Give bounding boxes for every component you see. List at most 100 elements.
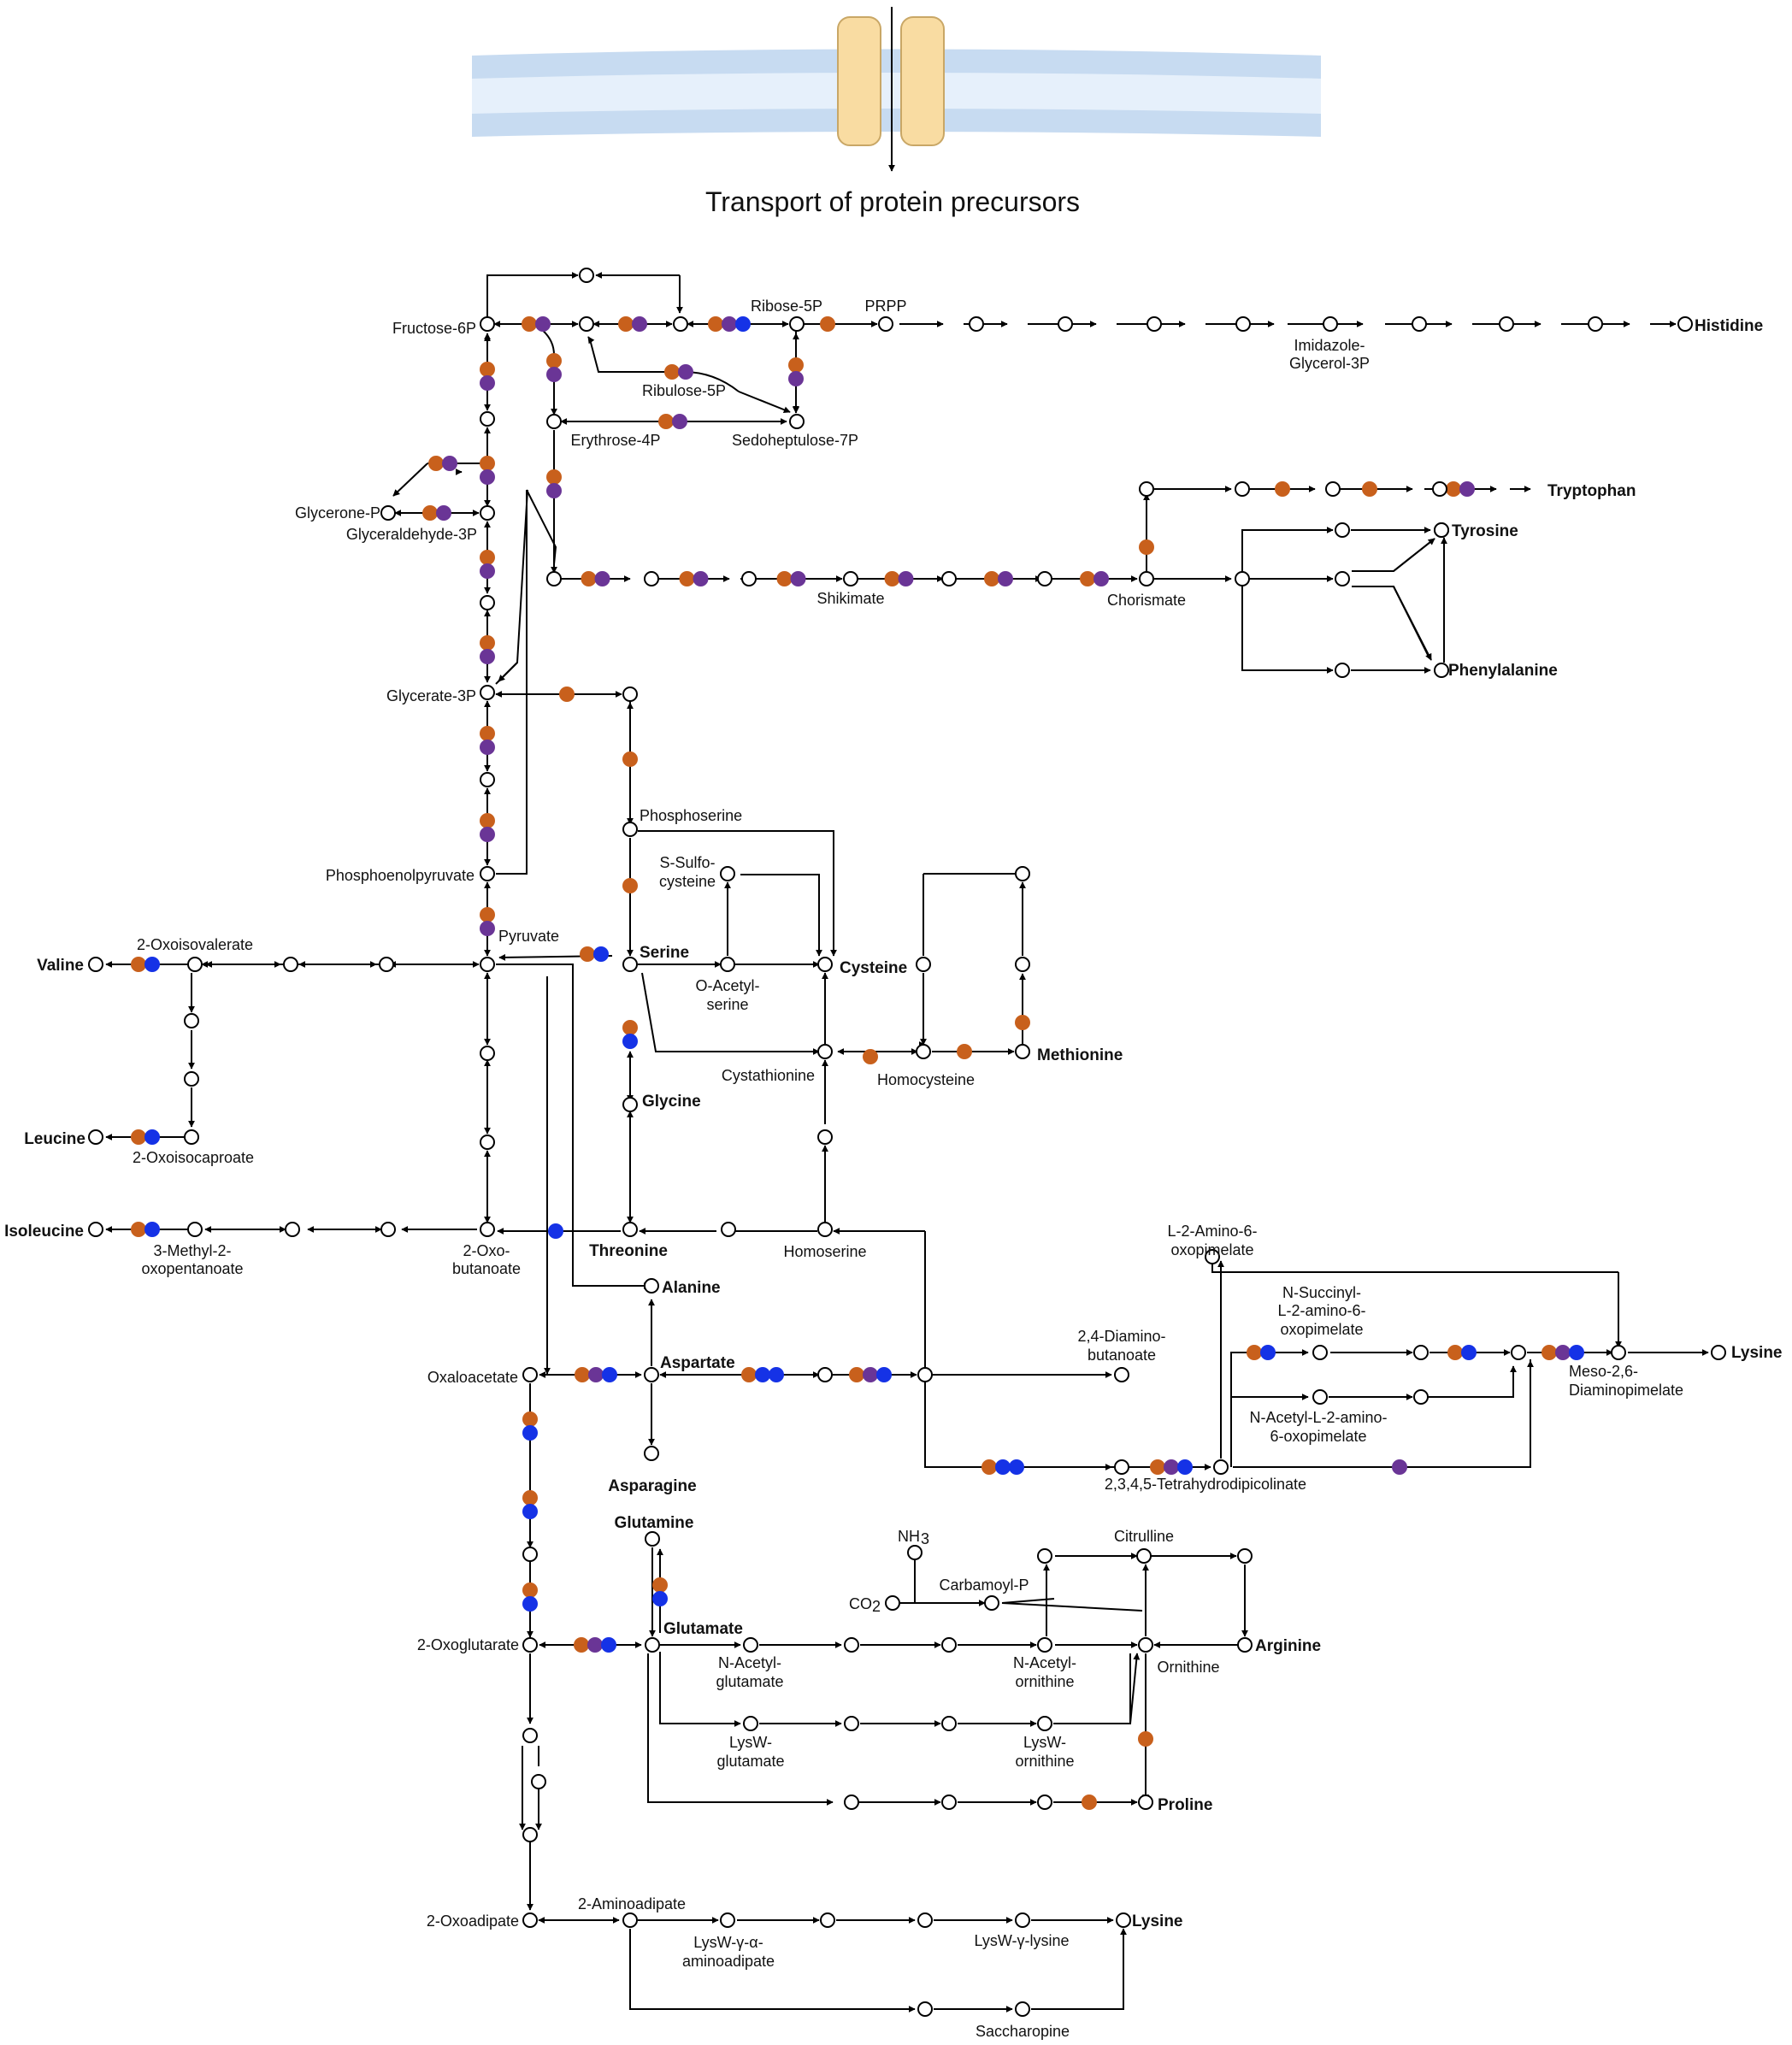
metabolite-node [720, 957, 735, 972]
metabolite-node [1499, 316, 1514, 332]
metabolite-node [1511, 1345, 1526, 1360]
metabolite-node [480, 772, 495, 787]
metabolite-node [480, 685, 495, 700]
annotation-dot [679, 571, 695, 586]
annotation-dot [581, 571, 597, 586]
metabolite-node [1136, 1548, 1152, 1564]
metabolite-node [644, 1446, 659, 1461]
annotation-dot [884, 571, 900, 586]
metabolite-node [522, 1827, 538, 1842]
metabolite-node [916, 1044, 931, 1059]
annotation-dot [480, 921, 495, 936]
diagram-title: Transport of protein precursors [705, 186, 1080, 217]
label-lysw-lysine: LysW-γ-lysine [974, 1932, 1069, 1949]
metabolite-node [380, 1222, 396, 1237]
reaction-edge [1393, 586, 1432, 661]
metabolite-node [622, 1912, 638, 1928]
reaction-edge [497, 490, 528, 875]
label-lysw-orn-1: LysW- [1023, 1734, 1066, 1751]
annotation-dot [522, 1596, 538, 1612]
metabolite-node [546, 571, 562, 586]
label-lysw-aa-1: LysW-γ-α- [693, 1934, 763, 1951]
metabolite-node [522, 1547, 538, 1562]
label-cysteine: Cysteine [840, 959, 907, 977]
metabolite-node [1205, 1249, 1220, 1264]
annotation-dot [480, 907, 495, 922]
annotation-dot [1015, 1015, 1030, 1030]
metabolite-node [480, 316, 495, 332]
metabolite-node [579, 268, 594, 283]
metabolite-node [579, 316, 594, 332]
metabolite-node [1335, 571, 1350, 586]
label-phosphoenolpyruvate: Phosphoenolpyruvate [326, 867, 475, 884]
annotation-dot [131, 1129, 146, 1145]
metabolite-node [917, 1367, 933, 1382]
annotation-dot [632, 316, 647, 332]
metabolite-node [1235, 571, 1250, 586]
label-lysw-glu-1: LysW- [729, 1734, 772, 1751]
annotation-dot [664, 364, 680, 380]
label-citrulline: Citrulline [1114, 1528, 1174, 1545]
label-cystathionine: Cystathionine [722, 1067, 815, 1084]
metabolite-node [1139, 481, 1154, 497]
metabolite-node [741, 571, 757, 586]
reaction-edge [1241, 579, 1333, 671]
label-nh3-sub: 3 [921, 1530, 929, 1547]
metabolite-node [743, 1637, 758, 1653]
label-2-4-diamino-2: butanoate [1088, 1347, 1156, 1364]
annotation-dot [480, 813, 495, 828]
metabolite-node [820, 1912, 835, 1928]
annotation-dot [622, 751, 638, 767]
reaction-edge [392, 463, 428, 497]
metabolite-node [1711, 1345, 1726, 1360]
metabolite-node [917, 2001, 933, 2017]
label-pyruvate: Pyruvate [498, 928, 559, 945]
label-n-succinyl-3: oxopimelate [1280, 1321, 1363, 1338]
annotation-dot [1447, 1345, 1463, 1360]
annotation-dot [594, 571, 610, 586]
annotation-dot [546, 469, 562, 485]
metabolite-node [1335, 522, 1350, 538]
label-lysw-aa-2: aminoadipate [682, 1953, 775, 1970]
label-s-sulfo-2: cysteine [659, 873, 716, 890]
reaction-edge [738, 391, 791, 414]
annotation-dot [1461, 1345, 1477, 1360]
metabolite-node [817, 1129, 833, 1145]
reaction-edge [587, 336, 595, 345]
label-lysine: Lysine [1731, 1344, 1783, 1362]
metabolite-node [1114, 1367, 1129, 1382]
metabolite-node [546, 414, 562, 429]
metabolite-node [1015, 2001, 1030, 2017]
metabolite-node [184, 1129, 199, 1145]
label-asparagine: Asparagine [608, 1477, 696, 1495]
metabolite-node [844, 1637, 859, 1653]
label-2-oxoglutarate: 2-Oxoglutarate [417, 1636, 519, 1653]
annotation-dot [1541, 1345, 1557, 1360]
label-2-oxoisocaproate: 2-Oxoisocaproate [133, 1149, 254, 1166]
annotation-dots [131, 316, 1584, 1810]
metabolite-node [1114, 1459, 1129, 1475]
annotation-dot [1555, 1345, 1571, 1360]
metabolite-node [184, 1071, 199, 1087]
label-n-succinyl-2: L-2-amino-6- [1277, 1302, 1365, 1319]
reaction-edge [1241, 529, 1333, 579]
metabolite-node [1412, 316, 1427, 332]
annotation-dot [480, 827, 495, 842]
label-glycine: Glycine [642, 1093, 701, 1111]
annotation-dot [1093, 571, 1109, 586]
label-aspartate: Aspartate [660, 1354, 735, 1372]
metabolite-node [844, 1716, 859, 1731]
metabolite-node [1213, 1459, 1229, 1475]
annotation-dot [722, 316, 737, 332]
label-glyceraldehyde-3p: Glyceraldehyde-3P [346, 526, 477, 543]
metabolite-node [531, 1774, 546, 1789]
label-n-acetyl-orn-1: N-Acetyl- [1013, 1654, 1076, 1671]
label-isoleucine: Isoleucine [4, 1223, 84, 1241]
label-n-acetyl-glu-1: N-Acetyl- [718, 1654, 781, 1671]
reaction-edge [740, 874, 820, 951]
label-alanine: Alanine [662, 1279, 721, 1297]
label-valine: Valine [37, 957, 84, 975]
reaction-edge [1428, 1368, 1514, 1398]
label-l-2-amino-2: oxopimelate [1170, 1241, 1253, 1258]
annotation-dot [442, 456, 457, 471]
